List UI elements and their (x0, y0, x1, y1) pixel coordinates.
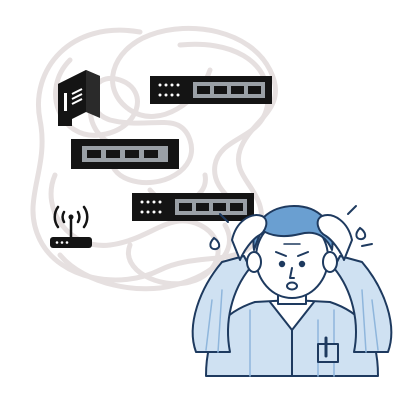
network-switch-icon (71, 139, 179, 169)
server-tower-icon (58, 70, 100, 126)
stressed-man-icon (191, 205, 393, 377)
network-switch-icon (132, 193, 254, 221)
network-switch-icon (150, 76, 272, 104)
wifi-router-icon (50, 205, 92, 248)
sweat-drop-icon (209, 205, 373, 251)
